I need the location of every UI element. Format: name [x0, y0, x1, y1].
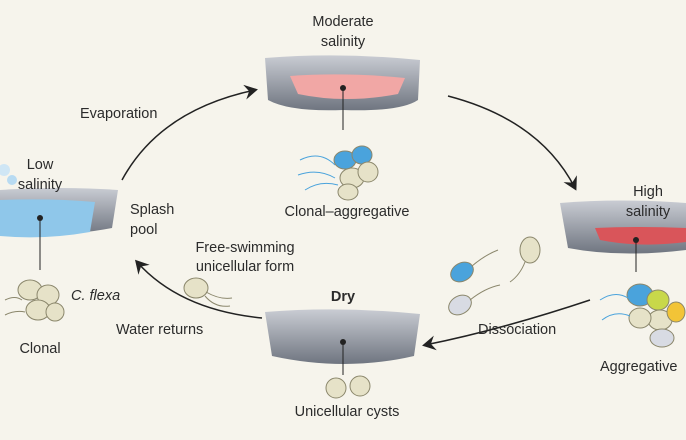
evaporation-label: Evaporation [80, 106, 158, 122]
evaporation-arrow [121, 84, 258, 181]
dissociation-label: Dissociation [478, 322, 557, 338]
aggregative-cells [599, 283, 686, 348]
moderate-salinity-title-1: Moderate [312, 14, 374, 30]
clonal-label: Clonal [19, 341, 61, 357]
free-swimming-label-1: Free-swimming [195, 240, 295, 256]
high-salinity-title-1: High [633, 184, 663, 200]
dissociation-arrow [422, 299, 591, 351]
splash-pool-label-2: pool [130, 222, 158, 238]
clonal-aggregative-cells [297, 145, 379, 201]
water-returns-arrow [134, 259, 263, 319]
moderate-salinity-title-2: salinity [320, 34, 366, 50]
low-salinity-title-1: Low [26, 157, 54, 173]
water-returns-label: Water returns [116, 322, 204, 338]
low-salinity-title-2: salinity [17, 177, 63, 193]
free-swimming-label-2: unicellular form [195, 259, 295, 275]
moderate-salinity-pool [265, 55, 420, 130]
cysts [325, 375, 371, 399]
splash-pool-label-1: Splash [130, 202, 175, 218]
aggregative-label: Aggregative [600, 359, 678, 375]
species-label: C. flexa [71, 288, 121, 304]
clonal-aggregative-label: Clonal–aggregative [284, 204, 410, 220]
unicellular-cysts-label: Unicellular cysts [294, 404, 400, 420]
high-salinity-title-2: salinity [625, 204, 671, 220]
salinity-increase-arrow [447, 95, 577, 191]
dry-title: Dry [330, 289, 356, 305]
clonal-cells [4, 279, 65, 322]
low-salinity-pool [0, 164, 118, 270]
high-salinity-pool [560, 200, 686, 272]
dry-pool [265, 309, 420, 375]
free-swimming-cells [183, 236, 541, 316]
